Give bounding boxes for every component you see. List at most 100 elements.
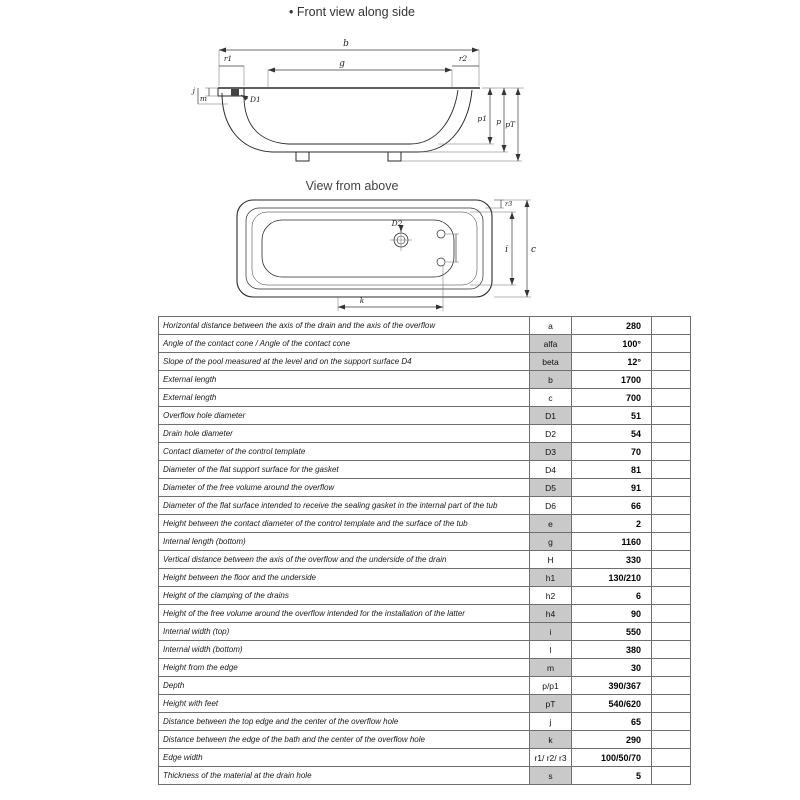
spec-symbol: b xyxy=(529,370,572,389)
spec-empty-cell xyxy=(651,352,691,371)
spec-value: 540/620 xyxy=(571,694,652,713)
dim-label-m: m xyxy=(200,94,207,103)
spec-value: 390/367 xyxy=(571,676,652,695)
spec-empty-cell xyxy=(651,640,691,659)
spec-value: 90 xyxy=(571,604,652,623)
overflow-hole xyxy=(436,229,446,239)
table-row: Height of the free volume around the ove… xyxy=(158,604,691,623)
table-row: Diameter of the free volume around the o… xyxy=(158,478,691,497)
spec-value: 70 xyxy=(571,442,652,461)
spec-empty-cell xyxy=(651,370,691,389)
spec-description: Height from the edge xyxy=(158,658,530,677)
spec-symbol: D5 xyxy=(529,478,572,497)
spec-value: 65 xyxy=(571,712,652,731)
spec-empty-cell xyxy=(651,424,691,443)
spec-symbol: h4 xyxy=(529,604,572,623)
spec-empty-cell xyxy=(651,514,691,533)
dim-label-i: i xyxy=(505,245,508,255)
spec-symbol: a xyxy=(529,316,572,335)
spec-value: 66 xyxy=(571,496,652,515)
spec-description: Height between the contact diameter of t… xyxy=(158,514,530,533)
spec-value: 700 xyxy=(571,388,652,407)
table-row: Height between the floor and the undersi… xyxy=(158,568,691,587)
table-row: Distance between the edge of the bath an… xyxy=(158,730,691,749)
spec-value: 30 xyxy=(571,658,652,677)
spec-value: 100/50/70 xyxy=(571,748,652,767)
spec-description: External length xyxy=(158,370,530,389)
spec-value: 1700 xyxy=(571,370,652,389)
technical-drawings: b g r1 r2 j m D1 p1 p pT xyxy=(191,39,536,311)
dim-label-pt: pT xyxy=(505,120,516,129)
table-row: External length b 1700 xyxy=(158,370,691,389)
front-view-tub-outline xyxy=(217,87,480,162)
table-row: Height with feet pT 540/620 xyxy=(158,694,691,713)
spec-empty-cell xyxy=(651,568,691,587)
table-row: External length c 700 xyxy=(158,388,691,407)
spec-empty-cell xyxy=(651,748,691,767)
spec-symbol: D3 xyxy=(529,442,572,461)
spec-empty-cell xyxy=(651,550,691,569)
spec-symbol: D6 xyxy=(529,496,572,515)
spec-table: Horizontal distance between the axis of … xyxy=(158,316,691,785)
dim-label-r1: r1 xyxy=(224,54,232,63)
spec-symbol: D2 xyxy=(529,424,572,443)
spec-symbol: H xyxy=(529,550,572,569)
spec-empty-cell xyxy=(651,316,691,335)
top-view-tub-outline xyxy=(236,199,493,298)
table-row: Internal length (bottom) g 1160 xyxy=(158,532,691,551)
spec-empty-cell xyxy=(651,730,691,749)
spec-symbol: g xyxy=(529,532,572,551)
table-row: Internal width (top) i 550 xyxy=(158,622,691,641)
dim-label-d2: D2 xyxy=(391,219,403,228)
spec-value: 54 xyxy=(571,424,652,443)
spec-description: Slope of the pool measured at the level … xyxy=(158,352,530,371)
table-row: Drain hole diameter D2 54 xyxy=(158,424,691,443)
front-view-dimensions xyxy=(197,47,524,162)
spec-empty-cell xyxy=(651,442,691,461)
spec-symbol: s xyxy=(529,766,572,785)
spec-value: 380 xyxy=(571,640,652,659)
spec-description: Vertical distance between the axis of th… xyxy=(158,550,530,569)
spec-value: 130/210 xyxy=(571,568,652,587)
dim-label-d1: D1 xyxy=(249,95,261,104)
spec-empty-cell xyxy=(651,496,691,515)
table-row: Vertical distance between the axis of th… xyxy=(158,550,691,569)
front-view-title: • Front view along side xyxy=(289,5,415,19)
table-row: Height between the contact diameter of t… xyxy=(158,514,691,533)
spec-symbol: h1 xyxy=(529,568,572,587)
spec-symbol: c xyxy=(529,388,572,407)
spec-value: 51 xyxy=(571,406,652,425)
spec-symbol: m xyxy=(529,658,572,677)
spec-symbol: alfa xyxy=(529,334,572,353)
spec-symbol: D1 xyxy=(529,406,572,425)
spec-empty-cell xyxy=(651,586,691,605)
spec-symbol: p/p1 xyxy=(529,676,572,695)
dim-label-g: g xyxy=(339,59,345,69)
dim-label-j: j xyxy=(191,86,196,95)
table-row: Diameter of the flat surface intended to… xyxy=(158,496,691,515)
spec-description: Edge width xyxy=(158,748,530,767)
spec-value: 12° xyxy=(571,352,652,371)
dim-label-r2: r2 xyxy=(459,54,468,63)
spec-empty-cell xyxy=(651,388,691,407)
spec-description: Internal width (bottom) xyxy=(158,640,530,659)
spec-symbol: k xyxy=(529,730,572,749)
dim-label-b: b xyxy=(343,39,349,49)
spec-description: Angle of the contact cone / Angle of the… xyxy=(158,334,530,353)
tub-foot xyxy=(295,151,310,162)
spec-value: 2 xyxy=(571,514,652,533)
spec-symbol: e xyxy=(529,514,572,533)
table-row: Height of the clamping of the drains h2 … xyxy=(158,586,691,605)
spec-value: 330 xyxy=(571,550,652,569)
table-row: Contact diameter of the control template… xyxy=(158,442,691,461)
spec-symbol: r1/ r2/ r3 xyxy=(529,748,572,767)
spec-empty-cell xyxy=(651,460,691,479)
spec-description: Overflow hole diameter xyxy=(158,406,530,425)
spec-symbol: i xyxy=(529,622,572,641)
dim-label-r3: r3 xyxy=(505,200,512,208)
drain-hole xyxy=(390,229,412,251)
table-row: Edge width r1/ r2/ r3 100/50/70 xyxy=(158,748,691,767)
spec-empty-cell xyxy=(651,658,691,677)
table-row: Overflow hole diameter D1 51 xyxy=(158,406,691,425)
